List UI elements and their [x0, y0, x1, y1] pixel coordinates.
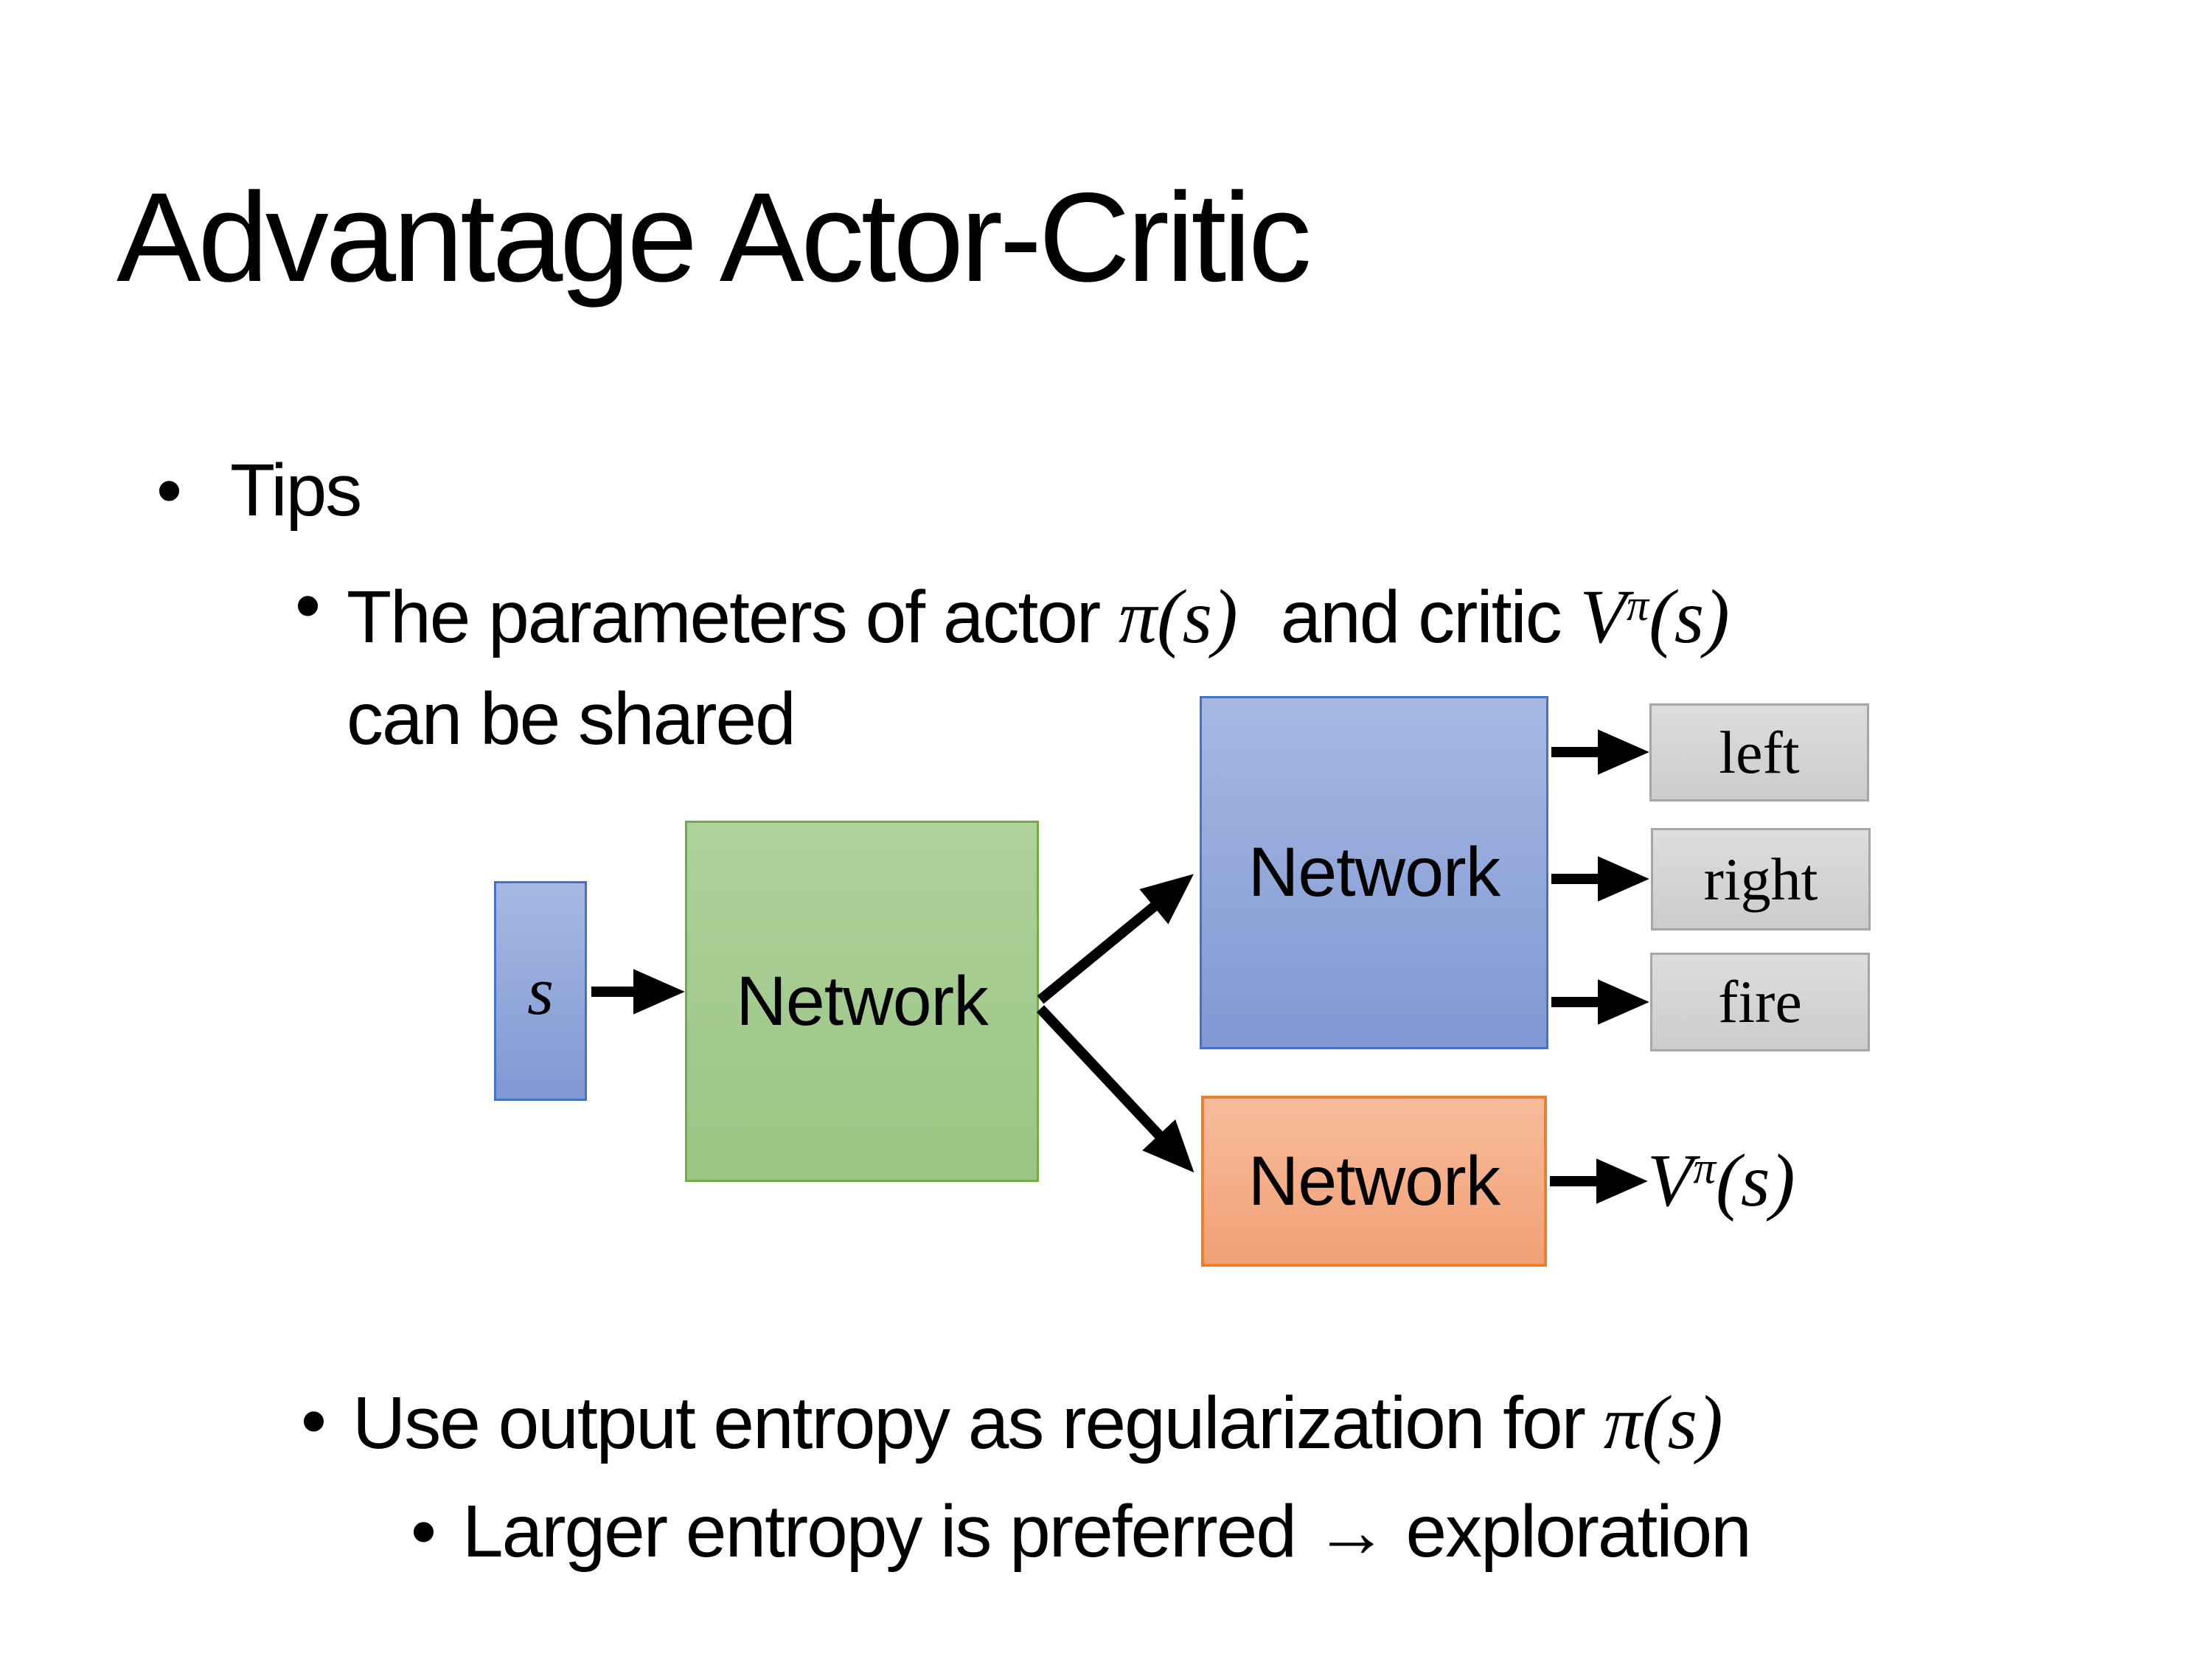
critic-v-math: V: [1579, 574, 1627, 659]
bullet-line-tips: • Tips: [156, 439, 362, 541]
critic-v-superscript: π: [1627, 581, 1649, 630]
shared-network-box: Network: [685, 821, 1039, 1182]
entropy-text-pre: Use output entropy as regularization for: [352, 1382, 1604, 1464]
action-right-label: right: [1703, 845, 1818, 913]
shared-network-label: Network: [736, 961, 988, 1040]
arrow-shared-to-critic: [1036, 1005, 1194, 1173]
tips-label: Tips: [230, 449, 362, 532]
bullet-line-exploration: • Larger entropy is preferred → explorat…: [411, 1481, 1752, 1582]
bullet-icon: •: [301, 1380, 327, 1462]
value-v: V: [1647, 1139, 1694, 1222]
value-superscript: π: [1693, 1143, 1716, 1194]
arrow-shared-to-actor: [1037, 874, 1194, 1004]
bullet-icon: •: [411, 1490, 437, 1573]
actor-network-box: Network: [1200, 696, 1548, 1049]
critic-network-box: Network: [1201, 1096, 1547, 1267]
shared-text-mid: and critic: [1261, 576, 1580, 658]
entropy-bullet-text: Use output entropy as regularization for…: [352, 1370, 1723, 1476]
critic-v-args: (s): [1649, 574, 1730, 659]
bullet-line-entropy: • Use output entropy as regularization f…: [301, 1370, 1723, 1476]
entropy-pi-math: π(s): [1603, 1380, 1723, 1465]
bullet-icon: •: [156, 449, 182, 532]
actor-pi-math: π(s): [1118, 574, 1238, 659]
bullet-icon: •: [295, 564, 321, 647]
state-input-label: s: [527, 953, 554, 1029]
critic-network-label: Network: [1248, 1141, 1500, 1220]
action-box-fire: fire: [1650, 953, 1870, 1051]
slide-title: Advantage Actor-Critic: [116, 167, 1312, 308]
action-left-label: left: [1719, 718, 1800, 786]
actor-network-label: Network: [1248, 833, 1500, 911]
action-box-right: right: [1651, 828, 1871, 931]
action-fire-label: fire: [1718, 968, 1802, 1035]
bullet-line-shared: • The parameters of actor π(s) and criti…: [295, 554, 1730, 770]
value-args: (s): [1715, 1139, 1795, 1222]
shared-text-pre: The parameters of actor: [347, 576, 1119, 658]
action-box-left: left: [1649, 703, 1869, 801]
shared-text-line2: can be shared: [347, 678, 796, 760]
shared-bullet-text: The parameters of actor π(s) and critic …: [347, 554, 1730, 770]
exploration-label: Larger entropy is preferred → exploratio…: [462, 1490, 1752, 1573]
value-output-label: Vπ(s): [1647, 1134, 1795, 1228]
state-input-box: s: [494, 881, 587, 1101]
